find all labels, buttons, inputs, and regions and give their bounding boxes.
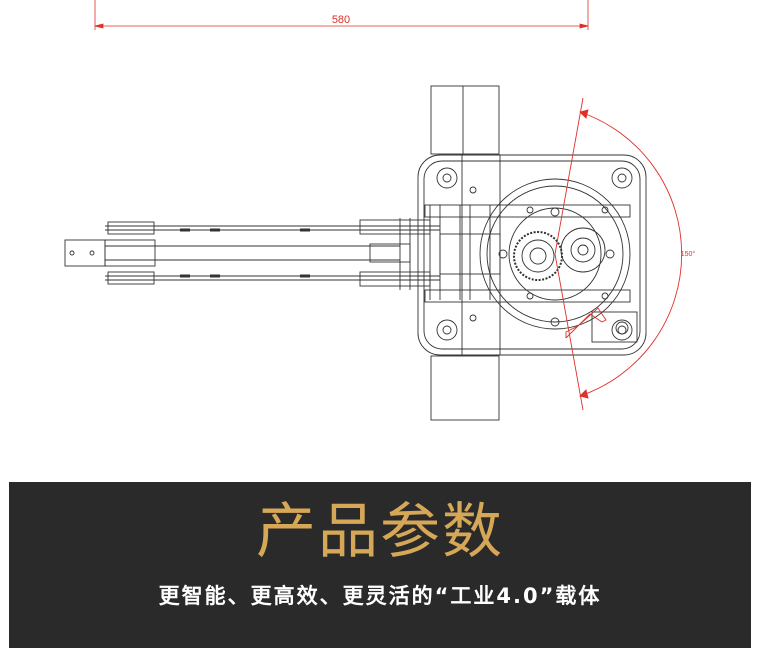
banner: 产品参数 更智能、更高效、更灵活的“工业4.0”载体 <box>9 482 751 648</box>
machine-base <box>417 85 647 421</box>
banner-subtitle: 更智能、更高效、更灵活的“工业4.0”载体 <box>158 584 602 608</box>
dimension-label-580: 580 <box>332 14 350 26</box>
angle-label-150: 150° <box>681 250 696 258</box>
sensor-bracket <box>565 307 607 339</box>
robot-arm-drawing: 580 <box>64 0 696 421</box>
top-dimension <box>94 0 589 30</box>
rotation-arc <box>554 97 683 411</box>
robot-arm <box>64 205 501 300</box>
banner-title: 产品参数 <box>256 497 504 567</box>
